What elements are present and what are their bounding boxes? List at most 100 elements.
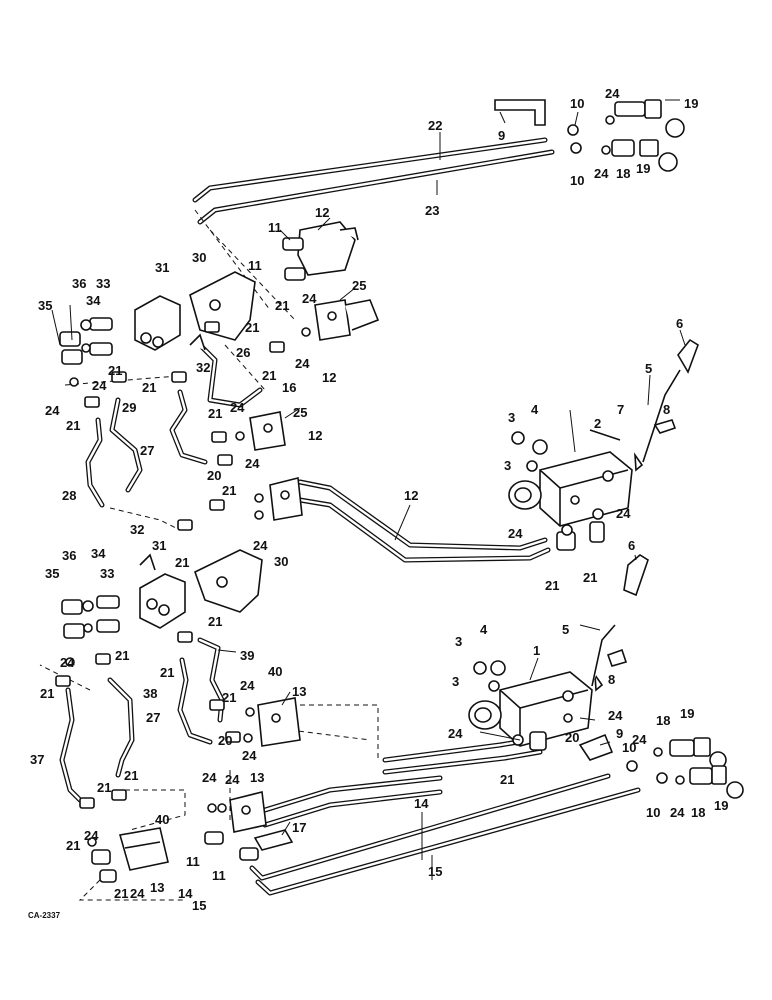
callout-24: 24 [670,805,685,820]
callout-40: 40 [268,664,282,679]
callout-24: 24 [84,828,99,843]
callout-39: 39 [240,648,254,663]
coupler-group-lower [626,737,744,799]
callout-11: 11 [268,220,282,235]
callout-21: 21 [545,578,559,593]
callout-23: 23 [425,203,439,218]
knob-6-lower [623,554,649,597]
callout-4: 4 [531,402,539,417]
callout-24: 24 [242,748,257,763]
callout-21: 21 [500,772,514,787]
callout-21: 21 [108,363,122,378]
bracket-30-lower [194,549,263,613]
figure-code: CA-2337 [28,911,61,920]
callout-32: 32 [130,522,144,537]
callout-13: 13 [250,770,264,785]
callout-24: 24 [616,506,631,521]
callout-18: 18 [691,805,705,820]
manifold-40-lower [87,827,169,883]
callout-12: 12 [404,488,418,503]
callout-27: 27 [146,710,160,725]
callout-35: 35 [45,566,59,581]
callout-24: 24 [295,356,310,371]
callout-21: 21 [262,368,276,383]
callout-37: 37 [30,752,44,767]
callout-13: 13 [150,880,164,895]
dust-cap-upper [665,118,685,138]
bracket-9-upper [494,99,546,126]
callout-20: 20 [565,730,579,745]
callout-32: 32 [196,360,210,375]
callout-12: 12 [322,370,336,385]
callout-30: 30 [192,250,206,265]
callout-9: 9 [498,128,505,143]
callout-20: 20 [207,468,221,483]
callout-22: 22 [428,118,442,133]
tube-lines [59,137,641,896]
valve-block-upper [282,221,359,281]
callout-36: 36 [62,548,76,563]
callout-21: 21 [142,380,156,395]
control-valve-1 [468,660,604,747]
pin-8-upper [653,419,677,434]
callout-24: 24 [92,378,107,393]
callout-21: 21 [160,665,174,680]
manifold-25-upper [301,299,380,341]
callout-24: 24 [253,538,268,553]
callout-25: 25 [293,405,307,420]
bracket-17 [253,829,294,851]
callout-10: 10 [570,96,584,111]
callout-19: 19 [684,96,698,111]
callout-3: 3 [508,410,515,425]
o-ring-3 [511,431,525,445]
callout-34: 34 [86,293,101,308]
callout-24: 24 [240,678,255,693]
callout-24: 24 [202,770,217,785]
callout-4: 4 [480,622,488,637]
control-valve-2 [508,429,644,527]
callout-29: 29 [122,400,136,415]
block-12-upper [297,221,356,276]
callout-12: 12 [308,428,322,443]
callout-10: 10 [622,740,636,755]
callout-24: 24 [130,886,145,901]
knob-6-upper [677,338,699,374]
callout-25: 25 [352,278,366,293]
callout-10: 10 [570,173,584,188]
callout-21: 21 [66,418,80,433]
callout-26: 26 [236,345,250,360]
elbow-fittings-21 [55,321,285,813]
manifold-12-middle [254,477,303,521]
callout-18: 18 [616,166,630,181]
callout-5: 5 [645,361,652,376]
callout-7: 7 [617,402,624,417]
lever-5-lower [591,624,616,687]
callout-21: 21 [124,768,138,783]
callout-14: 14 [178,886,193,901]
callout-33: 33 [100,566,114,581]
callout-12: 12 [315,205,329,220]
coupler-body-upper [614,101,646,117]
callout-24: 24 [594,166,609,181]
callout-24: 24 [632,732,647,747]
callout-20: 20 [218,733,232,748]
callout-5: 5 [562,622,569,637]
coupler-18-c [689,767,713,785]
tube-22 [192,137,548,203]
callout-24: 24 [45,403,60,418]
callout-21: 21 [208,614,222,629]
callout-27: 27 [140,443,154,458]
callout-13: 13 [292,684,306,699]
pin-8-lower [606,648,628,667]
callout-21: 21 [583,570,597,585]
callout-31: 31 [152,538,166,553]
callout-10: 10 [646,805,660,820]
coupler-18-b [669,739,695,757]
callout-40: 40 [155,812,169,827]
callout-24: 24 [508,526,523,541]
control-lever-lower [591,554,649,687]
callout-15: 15 [428,864,442,879]
callout-36: 36 [72,276,86,291]
callout-19: 19 [680,706,694,721]
callout-3: 3 [504,458,511,473]
